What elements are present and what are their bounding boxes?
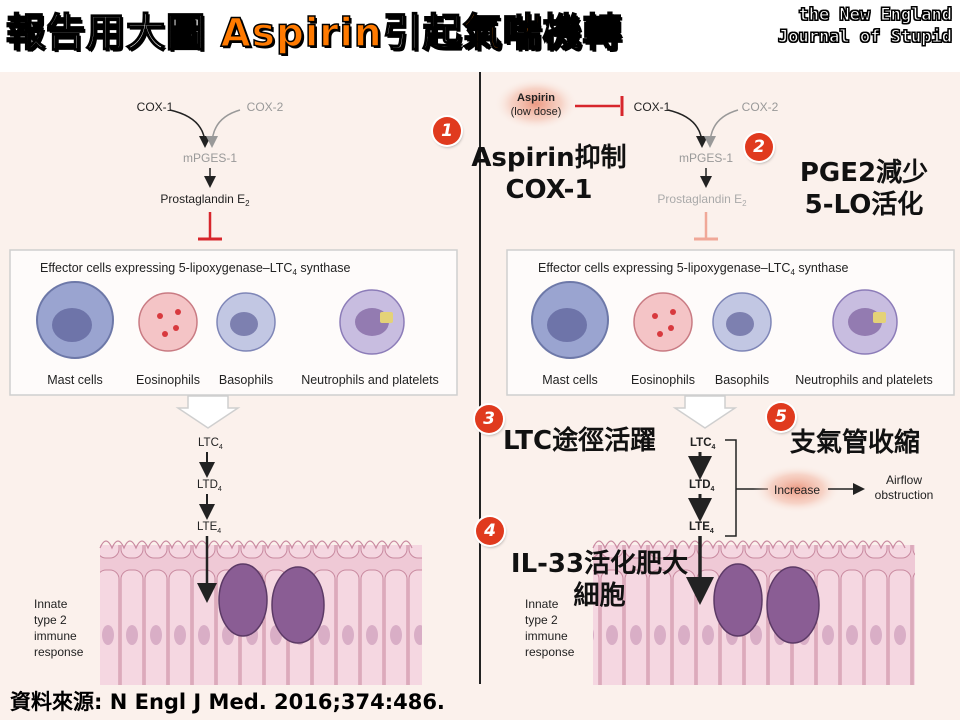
left-ltc: LTC4 [198, 437, 223, 451]
right-effector-box: Effector cells expressing 5-lipoxygenase… [506, 249, 955, 396]
right-lt-cascade: LTC4 LTD4 LTE4 Increase Airflow obstruct… [672, 395, 934, 537]
left-innate-1: Innate [34, 597, 68, 611]
page-title: 報告用大圖 Aspirin引起氣喘機轉 [5, 10, 623, 57]
annotation-4: IL-33活化肥大細胞 [510, 549, 689, 611]
header: 報告用大圖 Aspirin引起氣喘機轉 the New England Jour… [0, 0, 960, 72]
svg-text:Innate: Innate [525, 597, 559, 611]
left-innate-3: immune [34, 629, 77, 643]
step-badge-1: 1 [433, 117, 461, 145]
panel-divider [479, 72, 481, 684]
right-increase-label: Increase [774, 483, 820, 497]
svg-text:Effector cells expressing 5-li: Effector cells expressing 5-lipoxygenase… [538, 261, 848, 277]
right-mpges-label: mPGES-1 [679, 151, 733, 165]
step-badge-4: 4 [476, 517, 504, 545]
left-eosinophil [138, 292, 198, 352]
svg-text:response: response [525, 645, 575, 659]
left-cox1-arrow [169, 109, 211, 148]
left-cox-section: COX-1 COX-2 mPGES-1 Prostaglandin E2 [137, 100, 284, 241]
left-mpges-label: mPGES-1 [183, 151, 237, 165]
left-ltd: LTD4 [197, 479, 222, 493]
left-cox1-label: COX-1 [137, 100, 174, 114]
annotation-3: LTC途徑活躍 [503, 426, 657, 456]
right-airflow-label: Airflow [886, 473, 922, 487]
left-effector-box: Effector cells expressing 5-lipoxygenase… [9, 249, 458, 396]
right-cox1-label: COX-1 [634, 100, 671, 114]
step-badge-3: 3 [475, 405, 503, 433]
left-lte: LTE4 [197, 521, 221, 535]
left-lt-cascade: LTC4 LTD4 LTE4 [175, 395, 241, 535]
right-obstruction-label: obstruction [875, 488, 934, 502]
left-cell-label-neut: Neutrophils and platelets [301, 373, 439, 387]
svg-text:LTD4: LTD4 [689, 479, 715, 493]
left-cox2-label: COX-2 [247, 100, 284, 114]
left-pg-label: Prostaglandin E2 [160, 192, 250, 208]
source-citation: 資料來源: N Engl J Med. 2016;374:486. [10, 690, 445, 714]
right-increase-glow [753, 465, 841, 513]
left-box-output-arrow [175, 395, 241, 429]
left-cell-label-mast: Mast cells [47, 373, 103, 387]
step-badge-5: 5 [767, 403, 795, 431]
svg-text:Eosinophils: Eosinophils [631, 373, 695, 387]
right-aspirin-glow [494, 78, 578, 130]
svg-text:Neutrophils and platelets: Neutrophils and platelets [795, 373, 933, 387]
step-badge-2: 2 [745, 133, 773, 161]
annotation-5: 支氣管收縮 [790, 428, 921, 458]
svg-text:LTE4: LTE4 [689, 521, 714, 535]
right-epithelium: Innate type 2 immune response [525, 536, 915, 685]
right-lt-bracket [725, 439, 737, 537]
left-cell-label-eos: Eosinophils [136, 373, 200, 387]
svg-text:immune: immune [525, 629, 568, 643]
right-cox-section: Aspirin (low dose) COX-1 COX-2 mPGES-1 P… [494, 78, 779, 241]
svg-text:type 2: type 2 [525, 613, 558, 627]
left-cox2-arrow [206, 109, 241, 148]
journal-logo: the New England Journal of Stupid [778, 5, 953, 48]
left-innate-4: response [34, 645, 84, 659]
right-pg-label: Prostaglandin E2 [657, 192, 747, 208]
svg-text:Basophils: Basophils [715, 373, 769, 387]
right-aspirin-dose: (low dose) [511, 106, 562, 118]
right-cox2-label: COX-2 [742, 100, 779, 114]
svg-text:LTC4: LTC4 [690, 437, 716, 451]
left-cell-label-baso: Basophils [219, 373, 273, 387]
left-innate-2: type 2 [34, 613, 67, 627]
left-box-title: Effector cells expressing 5-lipoxygenase… [40, 261, 350, 277]
left-epithelium: Innate type 2 immune response [34, 536, 422, 685]
right-aspirin-label: Aspirin [517, 92, 555, 104]
left-mast-cell-tissue [218, 563, 268, 637]
svg-text:Mast cells: Mast cells [542, 373, 598, 387]
